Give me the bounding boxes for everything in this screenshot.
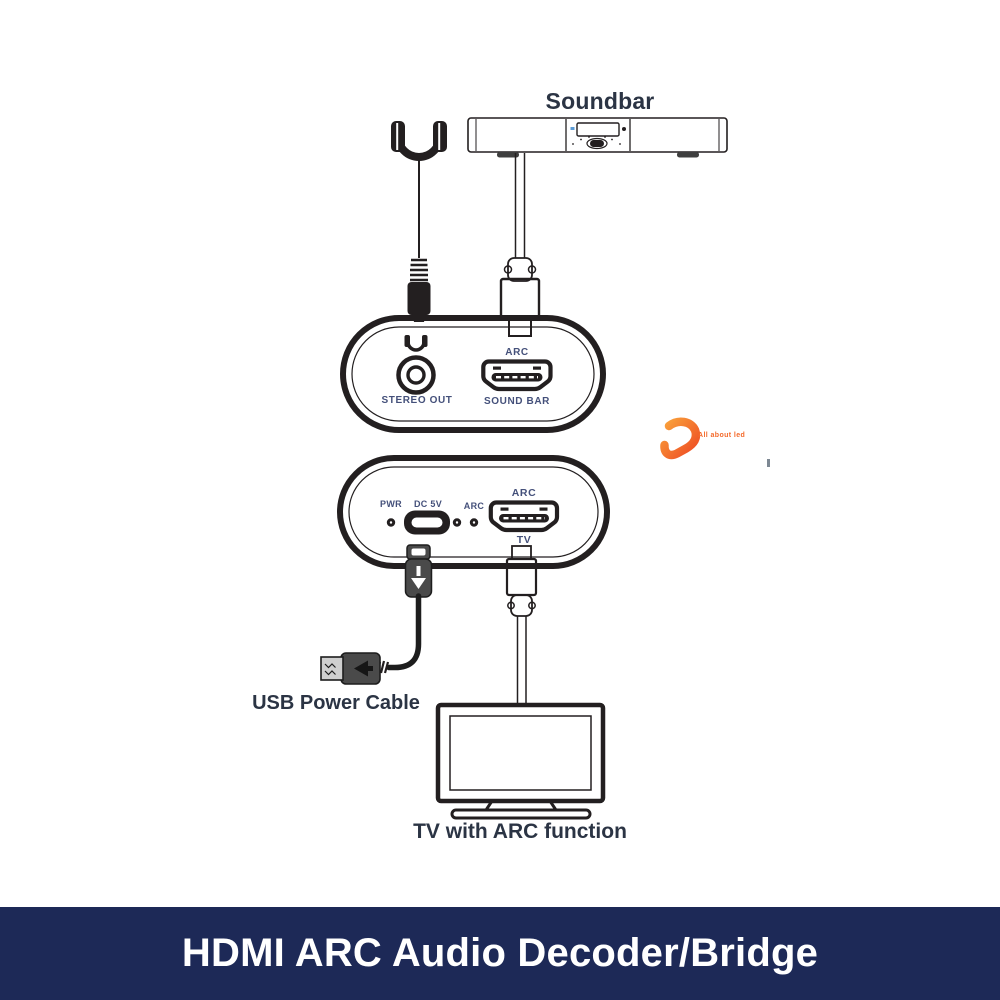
banner-title: HDMI ARC Audio Decoder/Bridge (181, 931, 819, 975)
usb-power-cable-label: USB Power Cable (252, 692, 420, 714)
soundbar-port-label: SOUND BAR (484, 396, 550, 407)
stereo-jack-port (396, 355, 436, 395)
stereo-out-label: STEREO OUT (381, 395, 453, 406)
title-banner: HDMI ARC Audio Decoder/Bridge (0, 907, 1000, 1000)
brand-logo-icon (660, 417, 701, 460)
micro-usb-port-icon (404, 510, 450, 535)
watermark-speck (767, 459, 770, 467)
hdmi-port-icon (488, 500, 560, 533)
arc-port-label-soundbar-side: ARC (505, 347, 529, 358)
hdmi-connector-icon (505, 545, 538, 706)
hdmi-connector-icon (499, 153, 541, 337)
led-indicator (386, 518, 479, 527)
decoder-tv-side (337, 455, 610, 569)
tv-function-label: TV with ARC function (413, 820, 627, 843)
aux-jack-plug-icon (407, 258, 431, 322)
arc-port-label-tv-side: ARC (511, 487, 537, 499)
pwr-label: PWR (380, 499, 402, 509)
decoder-soundbar-side (340, 315, 606, 433)
micro-usb-plug-icon (404, 544, 433, 598)
dc5v-label: DC 5V (413, 499, 442, 509)
hdmi-port-icon (481, 359, 553, 392)
soundbar-icon (467, 117, 728, 158)
headphones-icon (391, 121, 447, 258)
usb-a-connector-icon (320, 544, 433, 685)
brand-watermark-text: All about led (698, 432, 746, 439)
arc-led-label: ARC (463, 501, 485, 511)
soundbar-label: Soundbar (545, 88, 655, 114)
tv-icon (435, 702, 606, 820)
mini-headphones-icon (404, 335, 428, 352)
tv-port-label: TV (516, 534, 532, 546)
